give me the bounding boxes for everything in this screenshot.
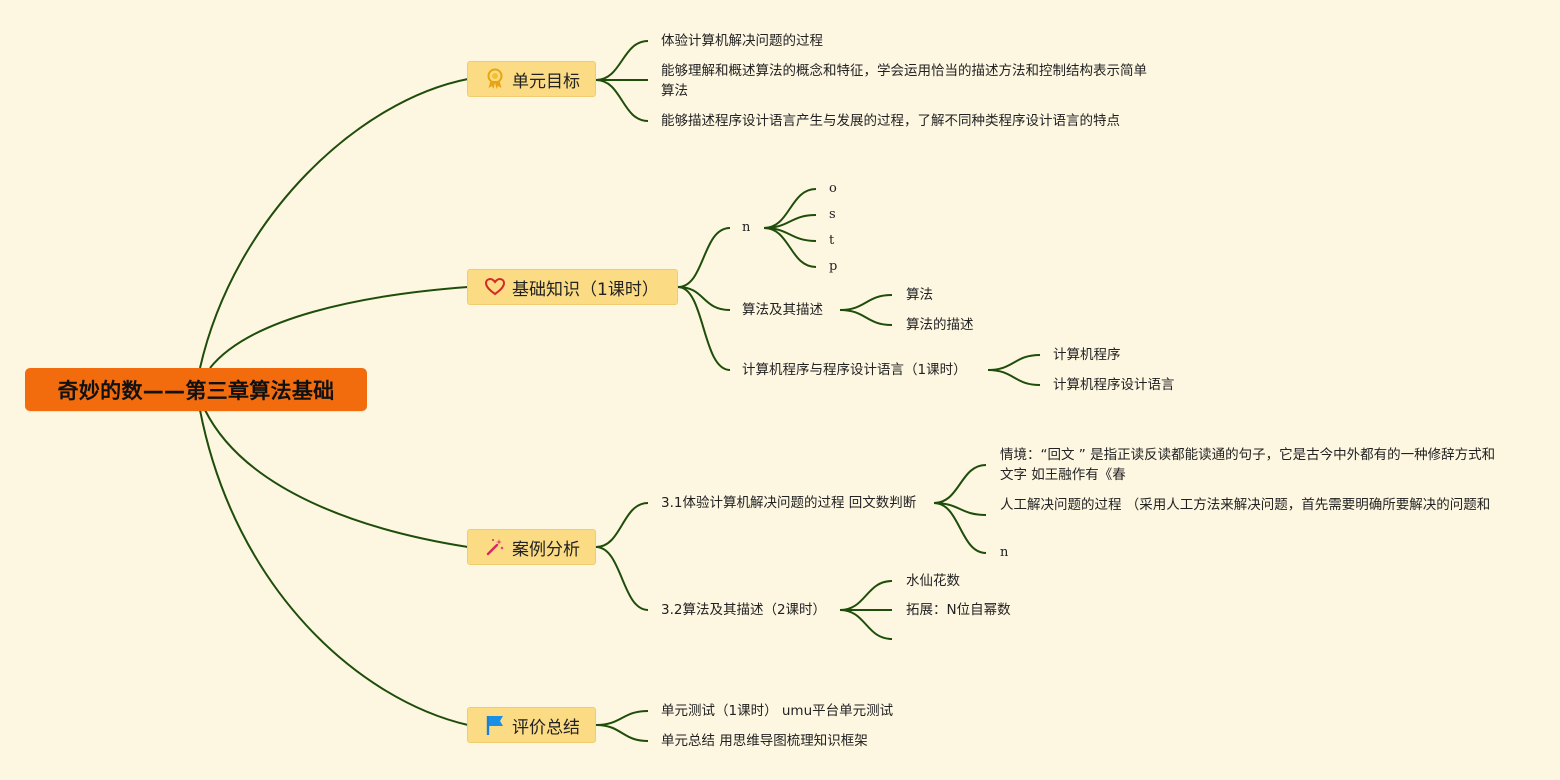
case-scenario[interactable]: 情境：“回文 ” 是指正读反读都能读通的句子，它是古今中外都有的一种修辞方式和文… — [1000, 447, 1496, 483]
link-root-basics — [209, 286, 469, 369]
branch-evaluation-summary[interactable]: 评价总结 — [467, 707, 596, 743]
topic-algorithm[interactable]: 算法 — [906, 287, 933, 303]
link-root-cases — [204, 409, 469, 548]
topic-n-child[interactable]: p — [829, 259, 838, 274]
topic-algorithm-desc[interactable]: 算法的描述 — [906, 317, 974, 333]
topic-programming-language[interactable]: 计算机程序设计语言 — [1053, 377, 1175, 393]
topic-n-child[interactable]: s — [829, 207, 836, 222]
goal-item[interactable]: 体验计算机解决问题的过程 — [661, 33, 823, 49]
review-unit-test[interactable]: 单元测试（1课时） umu平台单元测试 — [661, 703, 894, 719]
topic-n-child[interactable]: o — [829, 181, 837, 196]
topic-computer-program[interactable]: 计算机程序 — [1053, 347, 1121, 363]
heart-icon — [484, 276, 506, 298]
case-manual-process[interactable]: 人工解决问题的过程 （采用人工方法来解决问题，首先需要明确所要解决的问题和 — [1000, 497, 1491, 513]
goal-item[interactable]: 能够理解和概述算法的概念和特征，学会运用恰当的描述方法和控制结构表示简单算法 — [661, 63, 1147, 99]
case-narcissistic-number[interactable]: 水仙花数 — [906, 573, 960, 589]
topic-program-language[interactable]: 计算机程序与程序设计语言（1课时） — [742, 362, 967, 378]
link-root-goals — [199, 78, 469, 369]
flag-icon — [484, 714, 506, 736]
branch-case-analysis[interactable]: 案例分析 — [467, 529, 596, 565]
branch-label: 单元目标 — [512, 71, 580, 92]
case-extension[interactable]: 拓展：N位自幂数 — [906, 602, 1011, 618]
case-algorithm-description[interactable]: 3.2算法及其描述（2课时） — [661, 602, 827, 618]
branch-unit-goals[interactable]: 单元目标 — [467, 61, 596, 97]
link-root-review — [199, 409, 469, 726]
root-topic[interactable]: 奇妙的数——第三章算法基础 — [25, 368, 367, 411]
goal-item[interactable]: 能够描述程序设计语言产生与发展的过程，了解不同种类程序设计语言的特点 — [661, 113, 1120, 129]
review-unit-summary[interactable]: 单元总结 用思维导图梳理知识框架 — [661, 733, 868, 749]
case-palindrome[interactable]: 3.1体验计算机解决问题的过程 回文数判断 — [661, 495, 917, 511]
branch-label: 评价总结 — [512, 717, 580, 738]
branch-basic-knowledge[interactable]: 基础知识（1课时） — [467, 269, 678, 305]
award-ribbon-icon — [484, 68, 506, 90]
magic-wand-icon — [484, 536, 506, 558]
topic-n[interactable]: n — [742, 220, 751, 235]
topic-algorithm-description[interactable]: 算法及其描述 — [742, 302, 823, 318]
branch-label: 案例分析 — [512, 539, 580, 560]
topic-n-child[interactable]: t — [829, 233, 835, 248]
case-n[interactable]: n — [1000, 545, 1009, 560]
branch-label: 基础知识（1课时） — [512, 279, 659, 300]
